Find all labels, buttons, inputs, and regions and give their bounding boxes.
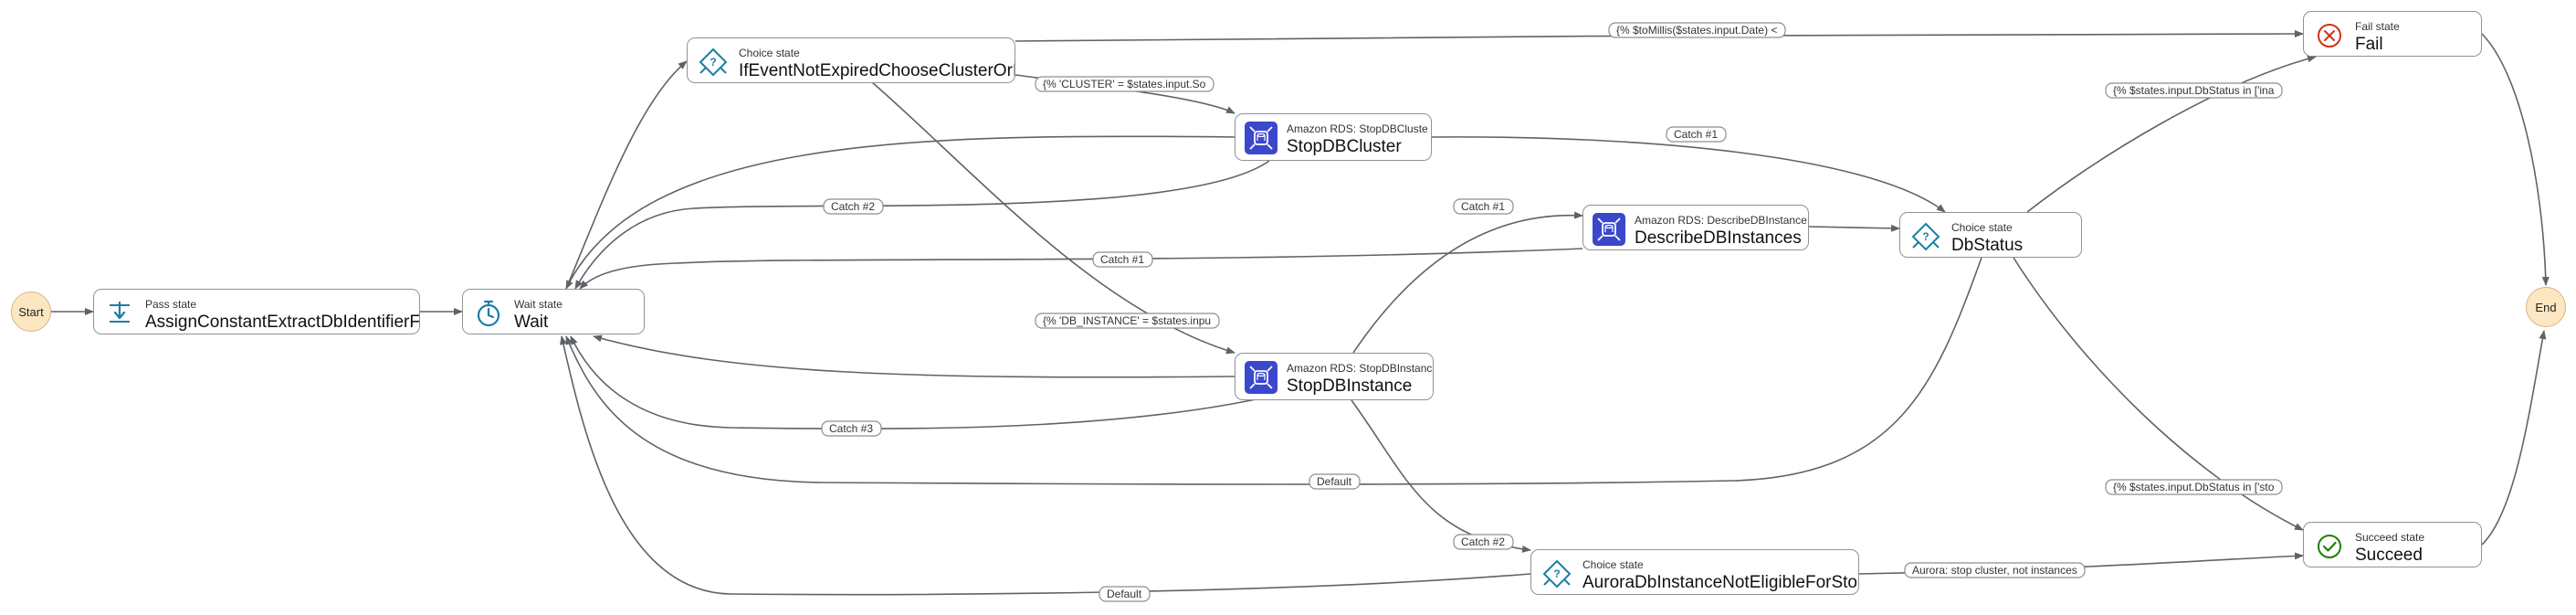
edge-label-catch3-stopinstance: Catch #3 [821,420,882,437]
svg-text:Catch #2: Catch #2 [831,200,875,213]
edge-label-to-millis: {% $toMillis($states.input.Date) < [1608,22,1786,38]
fail-x-icon [2318,24,2341,48]
edge-stopcluster-to-dbstatus [1431,136,1946,213]
svg-text:{% $toMillis($states.input.Dat: {% $toMillis($states.input.Date) < [1616,24,1777,37]
choice-diamond-icon: ? [1542,559,1572,588]
svg-text:Catch #1: Catch #1 [1674,128,1718,141]
node-type-label: Choice state [739,47,800,59]
edge-label-catch1-stopcluster: Catch #1 [1666,126,1727,143]
amazon-rds-icon [1593,213,1625,246]
amazon-rds-icon [1245,361,1277,394]
edge-stopcluster-catch1-to-wait [565,135,1235,290]
node-name-label: DescribeDBInstances [1635,228,1802,248]
node-name-label: IfEventNotExpiredChooseClusterOrIn [739,61,1015,80]
node-type-label: Choice state [1951,221,2013,234]
edge-label-catch1-describe: Catch #1 [1092,251,1153,268]
edge-aurora-default-to-wait [560,335,1531,596]
end-label: End [2535,300,2557,314]
svg-text:{% $states.input.DbStatus in [: {% $states.input.DbStatus in ['sto [2113,481,2275,493]
node-name-label: Wait [514,313,549,332]
node-type-label: Choice state [1582,558,1644,571]
edge-dbstatus-to-succeed [2013,257,2304,531]
edge-stopinstance-to-describe [1352,211,1583,354]
edge-wait-to-choice [565,60,688,290]
node-choice-event-not-expired[interactable]: ? Choice state IfEventNotExpiredChooseCl… [687,37,1015,83]
edge-dbstatus-to-fail [2026,55,2317,213]
node-type-label: Fail state [2355,20,2400,33]
edge-label-status-fail: {% $states.input.DbStatus in ['ina [2105,82,2283,99]
node-name-label: StopDBInstance [1287,376,1413,396]
svg-text:Catch #1: Catch #1 [1461,200,1505,213]
node-name-label: DbStatus [1951,236,2024,255]
edge-stopinstance-to-aurora [1351,399,1531,553]
svg-text:{% $states.input.DbStatus in [: {% $states.input.DbStatus in ['ina [2113,84,2275,97]
amazon-rds-icon [1245,122,1277,154]
node-stop-db-cluster[interactable]: Amazon RDS: StopDBCluste StopDBCluster [1235,113,1432,161]
edge-label-aurora-succeed: Aurora: stop cluster, not instances [1904,562,2086,578]
node-type-label: Amazon RDS: StopDBCluste [1287,122,1428,135]
svg-text:Catch #3: Catch #3 [829,422,873,435]
node-name-label: AssignConstantExtractDbIdentifierFro [145,313,420,332]
node-type-label: Pass state [145,298,197,311]
node-describe-db-instances[interactable]: Amazon RDS: DescribeDBInstance DescribeD… [1582,205,1809,250]
svg-text:Catch #1: Catch #1 [1100,253,1144,266]
node-wait-state[interactable]: Wait state Wait [462,289,645,334]
pass-state-icon [110,301,130,323]
node-fail[interactable]: Fail state Fail [2303,11,2482,57]
svg-text:{% 'DB_INSTANCE' = $states.inp: {% 'DB_INSTANCE' = $states.inpu [1043,314,1211,327]
edge-succeed-to-end [2481,330,2547,546]
edge-label-default-aurora: Default [1099,586,1151,602]
edge-label-catch2-stopcluster: Catch #2 [823,198,884,215]
node-name-label: Fail [2355,35,2383,54]
node-aurora-not-eligible[interactable]: ? Choice state AuroraDbInstanceNotEligib… [1530,549,1859,595]
svg-text:Aurora: stop cluster, not inst: Aurora: stop cluster, not instances [1912,564,2077,577]
node-name-label: AuroraDbInstanceNotEligibleForStop| [1582,573,1859,592]
edge-dbstatus-default-to-wait [565,257,1982,485]
start-node[interactable]: Start [11,292,51,332]
edge-describe-to-dbstatus [1808,224,1900,232]
node-type-label: Wait state [514,298,563,311]
svg-text:Default: Default [1107,588,1142,600]
node-pass-state[interactable]: Pass state AssignConstantExtractDbIdenti… [93,289,420,334]
svg-text:?: ? [710,56,716,69]
node-type-label: Amazon RDS: StopDBInstance [1287,362,1434,375]
node-stop-db-instance[interactable]: Amazon RDS: StopDBInstance StopDBInstanc… [1235,353,1434,400]
edge-fail-to-end [2481,33,2550,286]
node-type-label: Amazon RDS: DescribeDBInstance [1635,214,1807,227]
svg-text:?: ? [1922,230,1929,243]
edge-stopinstance-catch1-to-wait [593,334,1235,378]
node-db-status[interactable]: ? Choice state DbStatus [1899,212,2082,258]
edge-label-cluster-condition: {% 'CLUSTER' = $states.input.So [1035,76,1214,92]
svg-text:{% 'CLUSTER' = $states.input.S: {% 'CLUSTER' = $states.input.So [1043,78,1206,90]
edge-label-catch2-stopinstance: Catch #2 [1453,534,1514,550]
svg-text:?: ? [1553,567,1560,580]
edge-stopinstance-catch3-to-wait [570,335,1261,429]
edge-describe-catch1-to-wait [579,248,1583,290]
choice-diamond-icon: ? [699,48,728,77]
start-label: Start [18,304,44,319]
svg-text:Catch #2: Catch #2 [1461,535,1505,548]
edge-label-db-instance-condition: {% 'DB_INSTANCE' = $states.inpu [1035,313,1220,329]
end-node[interactable]: End [2526,287,2566,327]
edge-label-catch1-stopinstance: Catch #1 [1453,198,1514,215]
stopwatch-icon [477,300,500,327]
edge-choice-to-stopinstance [871,81,1235,355]
svg-text:Default: Default [1317,475,1352,488]
edge-label-default-dbstatus: Default [1309,473,1361,490]
succeed-check-icon [2318,535,2341,558]
node-name-label: Succeed [2355,546,2423,565]
choice-diamond-icon: ? [1911,222,1940,251]
node-type-label: Succeed state [2355,531,2425,544]
node-succeed[interactable]: Succeed state Succeed [2303,522,2482,567]
edge-stopcluster-catch2-to-wait [574,160,1270,290]
node-name-label: StopDBCluster [1287,137,1402,156]
edge-label-status-succeed: {% $states.input.DbStatus in ['sto [2105,479,2283,495]
